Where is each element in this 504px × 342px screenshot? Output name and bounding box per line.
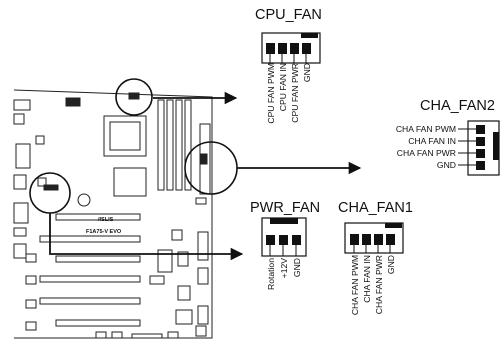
header	[175, 309, 193, 325]
cha-fan2-connector	[458, 120, 500, 176]
component	[149, 275, 165, 285]
cpu-fan-pin	[302, 43, 311, 54]
cha-fan1-pin-labels: CHA FAN PWM CHA FAN IN CHA FAN PWR GND	[350, 255, 396, 315]
cha-fan1-pin-label: CHA FAN PWM	[350, 255, 360, 315]
cha-fan1-pin	[362, 234, 371, 245]
header	[197, 267, 209, 285]
header	[197, 231, 209, 261]
arrow-cha-fan1	[49, 213, 244, 261]
pcie-slot	[55, 255, 141, 263]
header	[177, 251, 189, 267]
cpu-fan-pin-label: CPU FAN IN	[278, 63, 288, 111]
pwr-fan-pin	[266, 235, 275, 245]
pwr-fan-pin-labels: Rotation +12V GND	[266, 258, 302, 290]
cha-fan1-connector	[344, 222, 404, 254]
io-port	[65, 97, 81, 107]
cha-fan2-title: CHA_FAN2	[420, 98, 495, 114]
io-port	[13, 113, 25, 125]
component	[95, 331, 107, 339]
cpu-fan-header	[129, 93, 139, 99]
component	[25, 299, 37, 309]
chipset	[113, 167, 147, 197]
motherboard	[13, 89, 213, 339]
pcie-slot	[55, 213, 141, 221]
header	[157, 249, 173, 273]
cha-fan2-pin	[476, 137, 485, 146]
callout-circle-cha1	[29, 172, 71, 214]
cha-fan2-pin-label: CHA FAN PWM	[396, 124, 456, 134]
io-port	[13, 174, 27, 190]
cpu-socket-inner	[109, 121, 141, 151]
cpu-fan-title: CPU_FAN	[255, 7, 322, 23]
header	[195, 325, 207, 337]
io-port	[13, 99, 31, 111]
board-model-text: F1A75-V EVO	[86, 229, 122, 235]
component	[25, 275, 37, 285]
pwr-fan-pin	[292, 235, 301, 245]
cpu-fan-pin	[278, 43, 287, 54]
cha-fan2-header-mark	[200, 153, 208, 165]
cpu-fan-pin-label: CPU FAN PWM	[266, 63, 276, 124]
cha-fan1-pin	[386, 234, 395, 245]
callout-circle-cha2	[184, 141, 238, 195]
pcie-slot	[39, 297, 141, 305]
cha-fan2-pin-labels: CHA FAN PWM CHA FAN IN CHA FAN PWR GND	[396, 124, 456, 170]
callouts	[29, 78, 238, 214]
pwr-fan-pin-label: Rotation	[266, 258, 276, 290]
cpu-fan-pin-label: GND	[302, 63, 312, 82]
io-port	[13, 227, 27, 237]
component	[111, 331, 123, 339]
io-port	[35, 135, 45, 145]
io-port	[37, 177, 47, 187]
cha-fan1-header	[44, 185, 58, 190]
header	[195, 197, 207, 205]
dimm-slot	[175, 99, 183, 191]
pwr-fan-title: PWR_FAN	[250, 200, 321, 216]
component	[131, 333, 163, 339]
cpu-fan-pin-label: CPU FAN PWR	[290, 63, 300, 123]
cha-fan1-pin	[374, 234, 383, 245]
dimm-slot	[166, 99, 174, 191]
cha-fan2-pin-label: CHA FAN IN	[408, 136, 456, 146]
callout-circle-cpu	[115, 78, 153, 116]
component	[25, 253, 37, 263]
cpu-fan-pin	[290, 43, 299, 54]
pcie-slot	[55, 319, 141, 327]
header	[171, 229, 183, 241]
cha-fan1-pin-label: CHA FAN PWR	[374, 255, 384, 314]
cpu-fan-pin	[266, 43, 275, 54]
pwr-fan-pin-label: +12V	[279, 258, 289, 279]
component	[167, 331, 179, 339]
cha-fan2-pin	[476, 125, 485, 134]
cha-fan2-pin-label: GND	[437, 160, 456, 170]
cha-fan1-title: CHA_FAN1	[338, 200, 413, 216]
battery	[77, 193, 91, 207]
header	[177, 285, 191, 301]
dimm-slot	[184, 99, 192, 191]
component	[25, 321, 37, 331]
pwr-fan-connector	[261, 217, 307, 257]
io-port	[13, 243, 27, 259]
cha-fan2-pin	[476, 149, 485, 158]
pwr-fan-pin	[279, 235, 288, 245]
cpu-socket	[103, 115, 147, 157]
io-port	[15, 143, 31, 169]
cha-fan1-pin	[350, 234, 359, 245]
pcie-slot	[39, 275, 141, 283]
board-brand-text: /ISLIS	[98, 217, 114, 223]
io-port	[13, 202, 29, 224]
dimm-slot	[157, 99, 165, 191]
cha-fan2-pin-label: CHA FAN PWR	[397, 148, 456, 158]
header	[197, 305, 209, 325]
cpu-fan-pin-labels: CPU FAN PWM CPU FAN IN CPU FAN PWR GND	[266, 63, 312, 124]
cha-fan1-pin-label: CHA FAN IN	[362, 255, 372, 303]
cha-fan2-pin	[476, 161, 485, 170]
leader-lines	[49, 91, 362, 261]
cpu-fan-connector	[261, 32, 321, 64]
pcie-slot	[39, 235, 141, 243]
cha-fan1-pin-label: GND	[386, 255, 396, 274]
pwr-fan-pin-label: GND	[292, 258, 302, 277]
